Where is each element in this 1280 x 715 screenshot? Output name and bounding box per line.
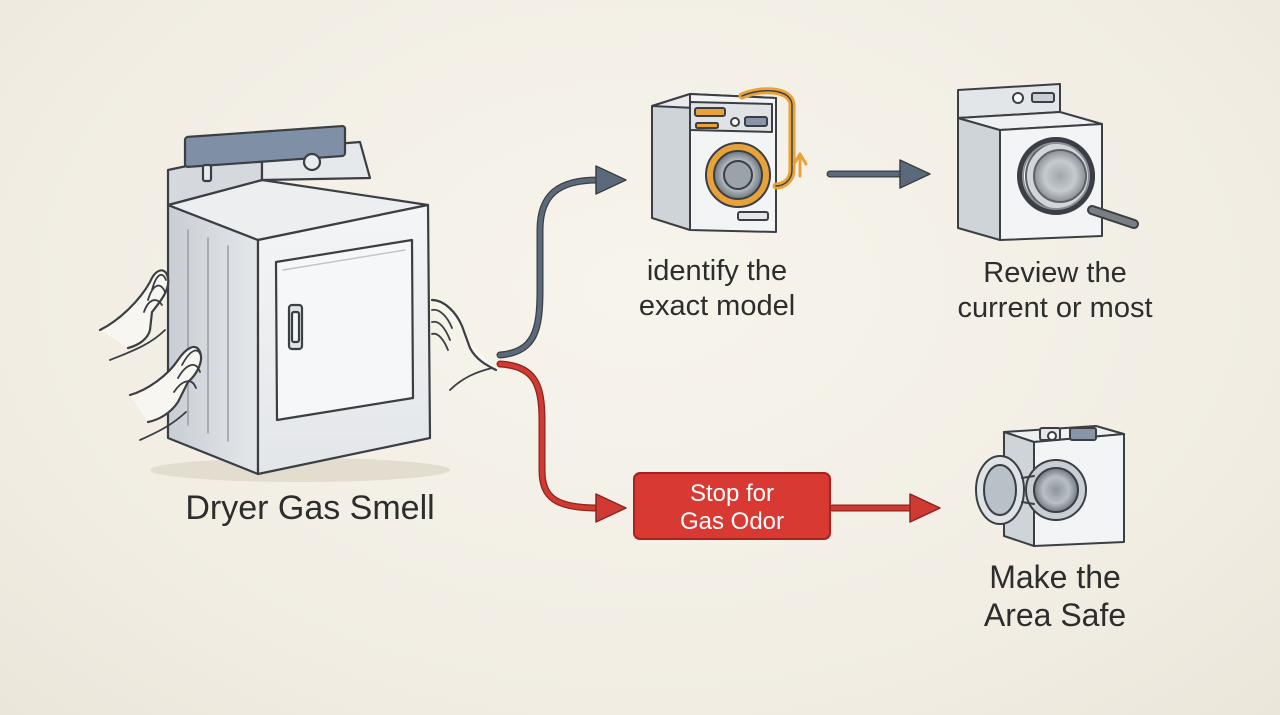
node-label-line: Make the (989, 559, 1121, 595)
node-label-line: current or most (957, 291, 1153, 324)
node-label-source: Dryer Gas Smell (150, 488, 470, 529)
arrowhead-source-stop (595, 493, 627, 523)
node-label-safe: Make the Area Safe (940, 558, 1170, 635)
node-label-line: Dryer Gas Smell (185, 489, 435, 527)
node-label-identify: identify the exact model (602, 254, 832, 324)
washer-magnifier-icon (957, 83, 1139, 241)
node-label-line: Area Safe (983, 597, 1127, 634)
arrowhead-stop-safe (909, 493, 941, 523)
connector-source-identify (496, 176, 602, 359)
arrowhead-source-identify (595, 165, 627, 195)
gas-dryer-with-hands-icon (98, 124, 498, 482)
node-label-line: Review the (983, 257, 1127, 289)
connector-source-stop (496, 360, 602, 512)
node-label-line: exact model (638, 289, 796, 322)
node-label-line: Stop for (689, 480, 775, 507)
node-label-review: Review the current or most (930, 256, 1180, 326)
open-door-washer-icon (975, 425, 1125, 547)
stop-for-gas-odor-box: Stop for Gas Odor (633, 472, 831, 540)
node-label-line: Gas Odor (679, 507, 785, 535)
arrowhead-identify-review (899, 159, 931, 189)
node-label-line: identify the (646, 255, 788, 287)
front-load-washer-icon (651, 87, 808, 233)
